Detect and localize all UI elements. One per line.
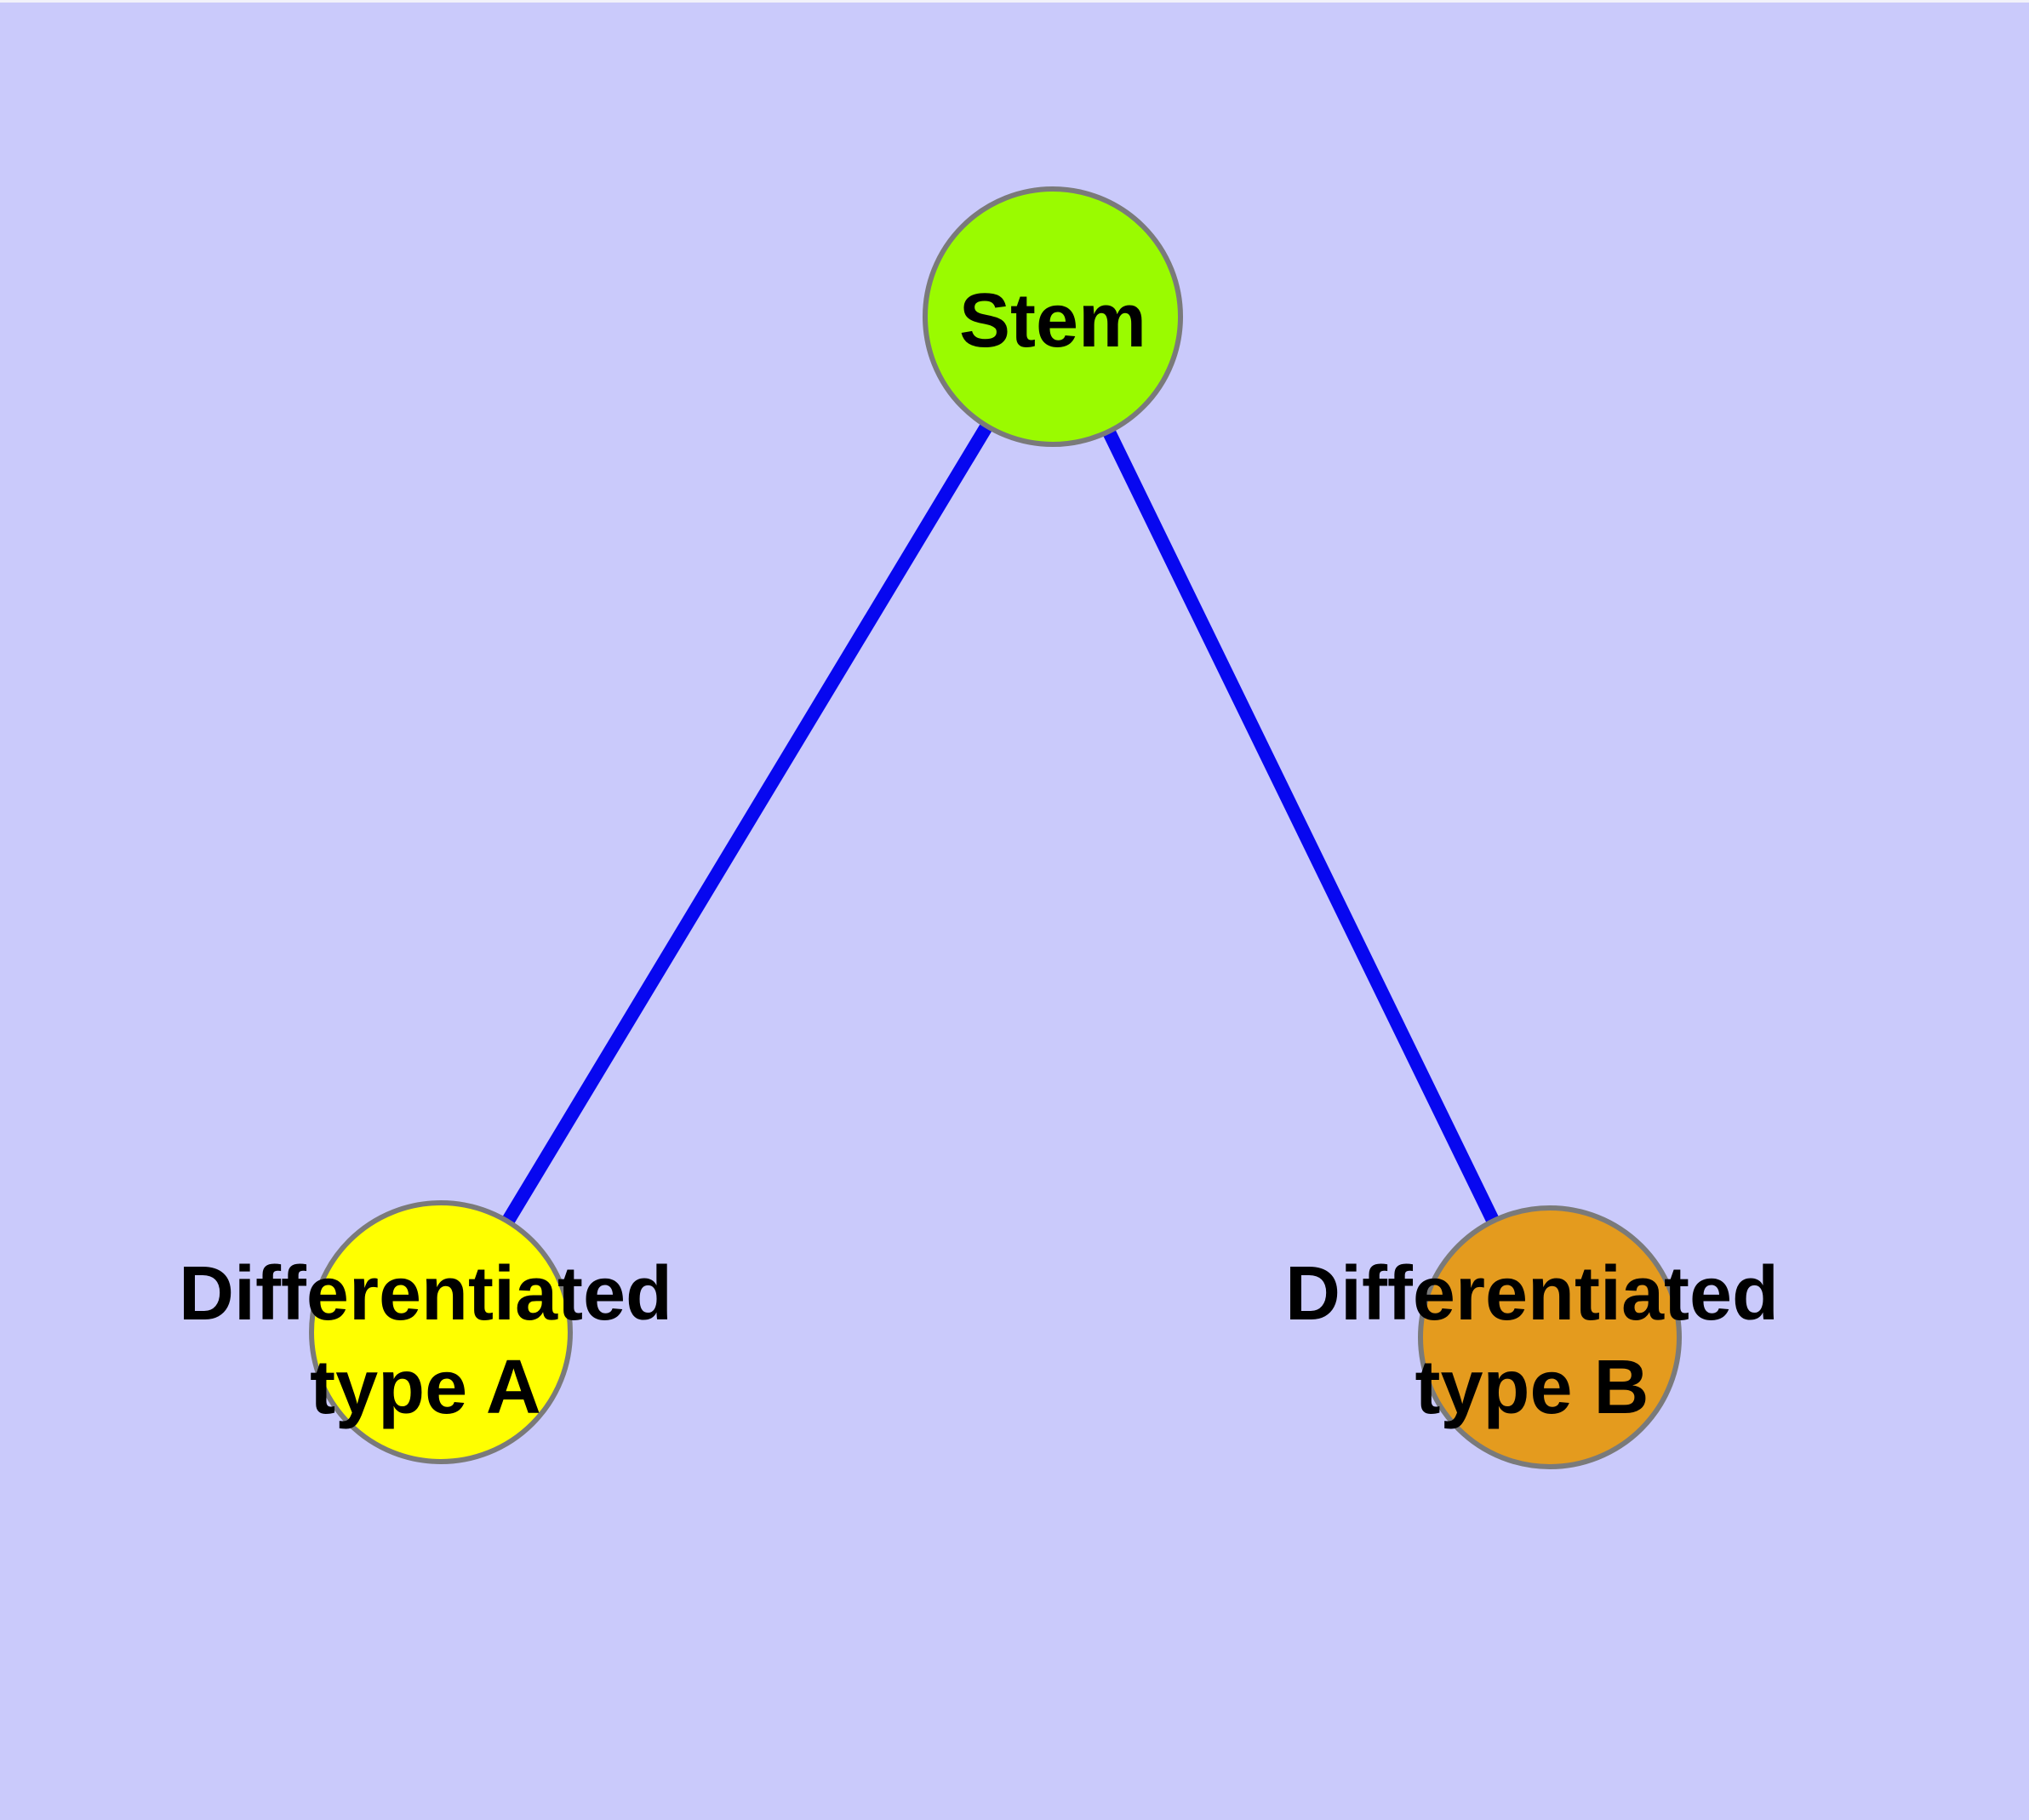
- node-stem-label: Stem: [959, 278, 1146, 363]
- node-type-b-label-line2: type B: [1415, 1345, 1649, 1430]
- node-stem: [923, 186, 1183, 447]
- node-type-a-label-line1: Differentiated: [179, 1251, 672, 1336]
- node-type-b-label-line1: Differentiated: [1285, 1251, 1779, 1336]
- node-differentiated-type-b: [1418, 1205, 1682, 1469]
- edge-stem-to-type-b: [1046, 313, 1557, 1341]
- node-type-a-label-line2: type A: [310, 1345, 541, 1430]
- edge-stem-to-type-a: [435, 312, 1059, 1336]
- top-edge-highlight: [0, 0, 2029, 3]
- node-differentiated-type-a: [309, 1200, 573, 1464]
